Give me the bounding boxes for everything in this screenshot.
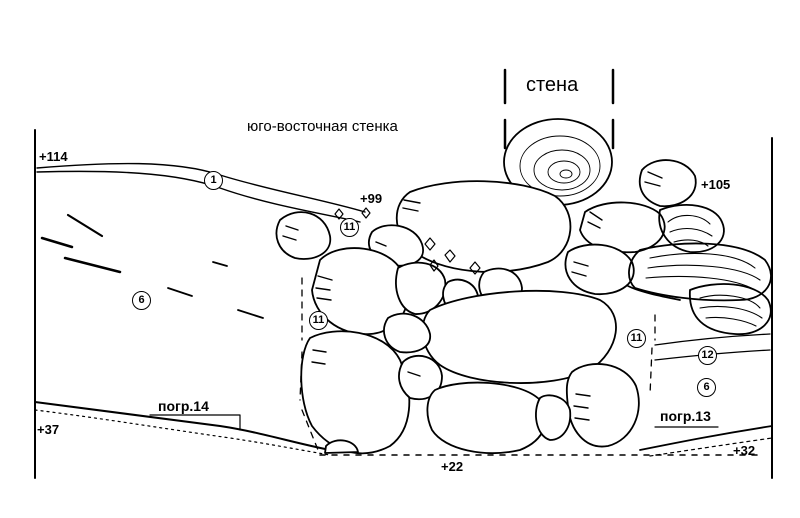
layer-6-hatch (167, 287, 193, 297)
layer-1-bottom-line (36, 170, 361, 223)
stone (395, 261, 447, 315)
layer-6-hatch (237, 309, 264, 319)
section-title: юго-восточная стенка (247, 118, 398, 135)
layer-12-marker: 12 (698, 346, 717, 365)
bottom-surface-line-lower (34, 409, 331, 456)
stone (565, 363, 640, 448)
stone (535, 394, 572, 441)
layer-11-marker: 11 (627, 329, 646, 348)
stone (324, 439, 359, 454)
wall-label: стена (526, 74, 579, 96)
burial-14-label: погр.14 (158, 398, 209, 414)
layer-6-hatch (63, 256, 122, 274)
stone-hatching (282, 171, 663, 421)
burial-14-pointer (149, 414, 241, 431)
layer-6-marker: 6 (697, 378, 716, 397)
layer-11-marker: 11 (340, 218, 359, 237)
right-bottom-surface (639, 425, 773, 451)
stone (564, 243, 635, 295)
layer-11-marker: 11 (309, 311, 328, 330)
stone (426, 381, 547, 454)
bottom-surface-line (34, 401, 331, 451)
elevation-99: +99 (360, 191, 383, 206)
elevation-114: +114 (39, 149, 68, 164)
stone (383, 312, 431, 354)
stone (300, 330, 411, 455)
layer-12-line (654, 333, 771, 346)
stone (638, 159, 697, 208)
burial-13-label: погр.13 (660, 408, 711, 424)
elevation-37: +37 (37, 422, 60, 437)
small-gravel (334, 207, 481, 275)
layer-1-marker: 1 (204, 171, 223, 190)
pit-edge-right (649, 314, 656, 396)
right-bottom-surface-lower (649, 437, 773, 457)
stone (395, 180, 572, 273)
stone (275, 211, 331, 260)
elevation-32: +32 (733, 443, 756, 458)
layer-6-hatch (212, 261, 228, 267)
layer-6-hatch (66, 213, 104, 238)
layer-6-hatch (40, 236, 74, 249)
elevation-105: +105 (701, 177, 731, 192)
charred-root-mass (627, 203, 772, 335)
elevation-22: +22 (441, 459, 464, 474)
layer-6-marker: 6 (132, 291, 151, 310)
